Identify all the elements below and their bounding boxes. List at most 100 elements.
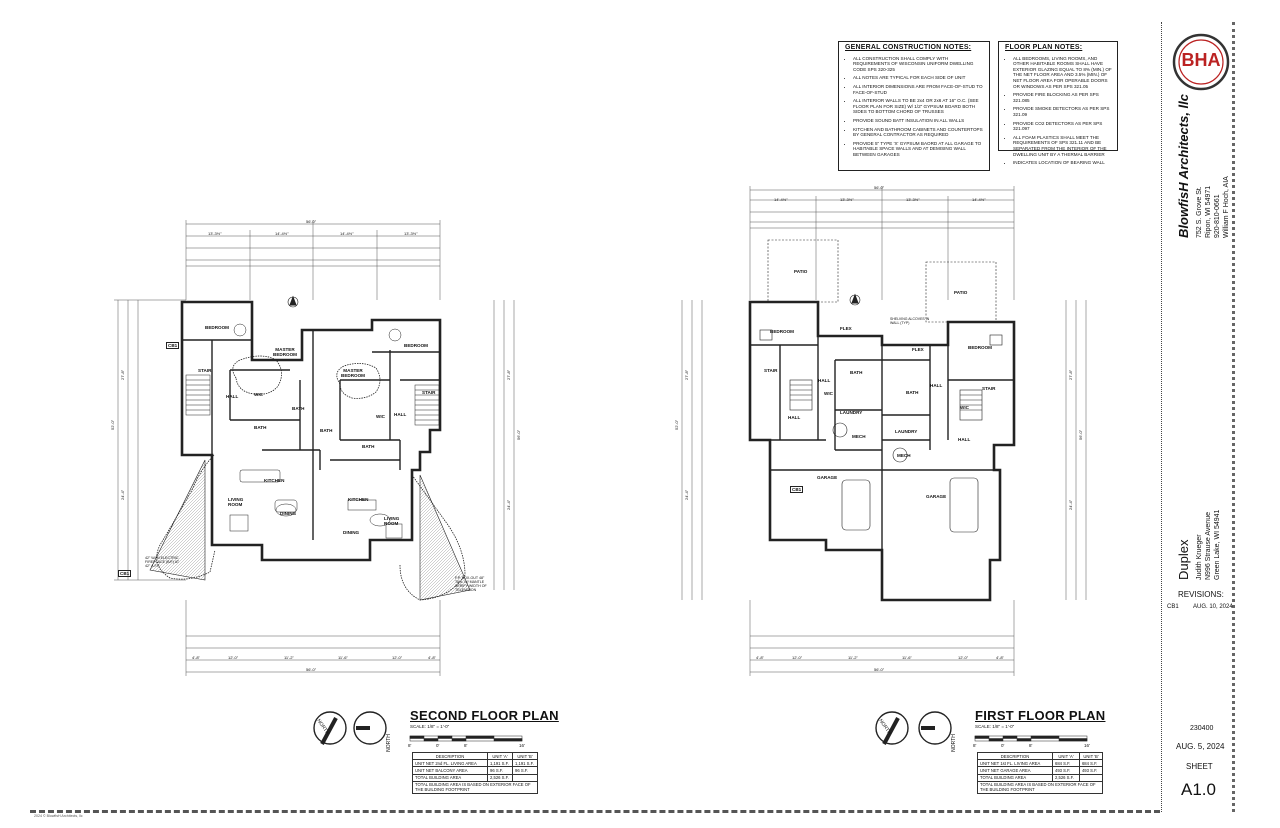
revision-tag: CB1 bbox=[790, 486, 804, 493]
room-label: MECH bbox=[852, 434, 866, 439]
dimension-text: 11'-6" bbox=[338, 655, 348, 660]
first-floor-scale: SCALE: 1/8" = 1'-0" bbox=[975, 724, 1015, 729]
room-label: BEDROOM bbox=[770, 329, 794, 334]
dimension-text: 12'-0" bbox=[392, 655, 403, 660]
room-label: WIC bbox=[376, 414, 385, 419]
tv-note: F.P. BOX-OUT 48" TALL W/ MANTLE VERIFY W… bbox=[455, 576, 487, 592]
table-cell: 96 S.F. bbox=[512, 766, 538, 775]
floor-plan-note: PROVIDE CO2 DETECTORS AS PER SPS 321.097 bbox=[1013, 121, 1112, 132]
dimension-text: 12'-0" bbox=[228, 655, 239, 660]
room-label: BATH bbox=[362, 444, 375, 449]
dimension-text: 4'-8" bbox=[996, 655, 1004, 660]
room-label: MASTER BEDROOM bbox=[273, 347, 297, 357]
dimension-text: 14'-4½" bbox=[972, 197, 986, 202]
firm-address-2: Ripon, WI 54971 bbox=[1205, 185, 1212, 238]
room-label: LIVING ROOM bbox=[228, 497, 244, 507]
room-label: BATH bbox=[292, 406, 305, 411]
room-label: BATH bbox=[254, 425, 267, 430]
table-row: UNIT NET BALCONY AREA 96 S.F. 96 S.F. bbox=[412, 766, 538, 775]
dimension-text: 13'-3½" bbox=[906, 197, 920, 202]
table-cell: 684 S.F. bbox=[1052, 759, 1080, 768]
dimension-text: 52'-0" bbox=[674, 419, 679, 430]
project-client: Judith Krueger bbox=[1196, 534, 1203, 580]
first-floor-area-table: DESCRIPTION UNIT 'A' UNIT 'B' UNIT NET 1… bbox=[977, 751, 1104, 794]
table-cell: 684 S.F. bbox=[1078, 759, 1104, 768]
north-label: NORTH bbox=[385, 734, 392, 752]
table-row: TOTAL BUILDING AREA IS BASED ON EXTERIOR… bbox=[412, 780, 538, 794]
bha-logo: BHA bbox=[1181, 50, 1221, 70]
scale-tick: 16' bbox=[1084, 743, 1090, 748]
dimension-text: 4'-8" bbox=[192, 655, 200, 660]
general-note: ALL INTERIOR DIMENSIONS ARE FROM FACE-OF… bbox=[853, 84, 984, 95]
floor-plan-notes: FLOOR PLAN NOTES: ALL BEDROOMS, LIVING R… bbox=[998, 41, 1118, 165]
fireplace-note: 42" W/ M ELECTRIC FIREPLACE (B/F) AT 42"… bbox=[145, 556, 180, 568]
dimension-text: 4'-8" bbox=[428, 655, 436, 660]
room-label: HALL bbox=[788, 415, 801, 420]
room-label: HALL bbox=[226, 394, 239, 399]
dimension-text: 4'-8" bbox=[756, 655, 764, 660]
dimension-text: 12'-0" bbox=[958, 655, 969, 660]
dimension-text: 27'-8" bbox=[1068, 369, 1073, 380]
second-floor-area-table: DESCRIPTION UNIT 'A' UNIT 'B' UNIT NET 2… bbox=[412, 751, 538, 794]
scale-bar-second bbox=[409, 735, 523, 742]
dimension-text: 11'-2" bbox=[848, 655, 858, 660]
table-cell: 1,191 S.F. bbox=[512, 759, 538, 768]
room-label: WIC bbox=[960, 405, 969, 410]
overall-dimension: 56'-0" bbox=[306, 219, 317, 224]
room-label: WIC bbox=[254, 392, 263, 397]
room-label: MASTER BEDROOM bbox=[341, 368, 365, 378]
scale-tick: 8' bbox=[464, 743, 468, 748]
table-cell: UNIT NET GARAGE AREA bbox=[977, 766, 1053, 775]
floor-plan-note: PROVIDE SMOKE DETECTORS AS PER SPS 321.0… bbox=[1013, 106, 1112, 117]
scale-bar-first bbox=[974, 735, 1088, 742]
table-cell: UNIT NET BALCONY AREA bbox=[412, 766, 488, 775]
table-cell bbox=[1078, 773, 1104, 782]
room-label: STAIR bbox=[764, 368, 778, 373]
dimension-text: 13'-3½" bbox=[840, 197, 854, 202]
floor-plan-note: INDICATES LOCATION OF BEARING WALL bbox=[1013, 160, 1112, 166]
dimension-text: 13'-3½" bbox=[404, 231, 418, 236]
scale-tick: 16' bbox=[519, 743, 525, 748]
table-row: TOTAL BUILDING AREA IS BASED ON EXTERIOR… bbox=[977, 780, 1103, 794]
sheet-label: SHEET bbox=[1186, 762, 1213, 771]
table-header: UNIT 'A' bbox=[487, 751, 513, 761]
overall-dimension: 56'-0" bbox=[874, 667, 885, 672]
revision-tag: CB1 bbox=[118, 570, 132, 577]
scale-tick: 8' bbox=[1029, 743, 1033, 748]
sheet-number: A1.0 bbox=[1181, 780, 1216, 799]
sheet-date: AUG. 5, 2024 bbox=[1176, 742, 1225, 751]
dimension-text: 11'-2" bbox=[284, 655, 294, 660]
scale-tick: 0' bbox=[1001, 743, 1005, 748]
bha-logo-circle bbox=[1172, 33, 1230, 91]
general-note: ALL CONSTRUCTION SHALL COMPLY WITH REQUI… bbox=[853, 56, 984, 73]
room-label: GARAGE bbox=[817, 475, 838, 480]
table-header: DESCRIPTION bbox=[977, 751, 1053, 761]
room-label: BEDROOM bbox=[968, 345, 992, 350]
project-number: 230400 bbox=[1190, 725, 1214, 732]
table-row: UNIT NET 1st FL. LIVING AREA 684 S.F. 68… bbox=[977, 759, 1104, 768]
first-floor-plan-title: FIRST FLOOR PLAN bbox=[975, 708, 1106, 723]
table-row: TOTAL BUILDING AREA 2,526 S.F. bbox=[977, 773, 1104, 782]
table-cell: TOTAL BUILDING AREA bbox=[977, 773, 1053, 782]
project-street: N996 Strause Avenue bbox=[1205, 512, 1212, 580]
shelving-note: SHELVING ALCOVES IN WALL (TYP) bbox=[890, 317, 930, 325]
dimension-text: 13'-3½" bbox=[208, 231, 222, 236]
firm-address-1: 752 S. Grove St. bbox=[1196, 186, 1203, 238]
table-header: UNIT 'A' bbox=[1052, 751, 1080, 761]
floor-plan-notes-list: ALL BEDROOMS, LIVING ROOMS, AND OTHER HA… bbox=[1005, 56, 1112, 166]
table-cell: UNIT NET 2nd FL. LIVING AREA bbox=[412, 759, 488, 768]
room-label: LAUNDRY bbox=[840, 410, 863, 415]
firm-architect: William F Hoch, AIA bbox=[1223, 176, 1230, 238]
room-label: PATIO bbox=[794, 269, 808, 274]
table-cell bbox=[512, 773, 538, 782]
room-label: HALL bbox=[394, 412, 407, 417]
dimension-text: 56'-0" bbox=[516, 429, 521, 440]
table-cell: UNIT NET 1st FL. LIVING AREA bbox=[977, 759, 1053, 768]
table-cell: 2,526 S.F. bbox=[487, 773, 513, 782]
room-label: WIC bbox=[824, 391, 833, 396]
project-name: Duplex bbox=[1176, 539, 1191, 580]
general-note: KITCHEN AND BATHROOM CABINETS AND COUNTE… bbox=[853, 127, 984, 138]
table-cell: 96 S.F. bbox=[487, 766, 513, 775]
room-label: PATIO bbox=[954, 290, 968, 295]
dimension-text: 14'-4½" bbox=[774, 197, 788, 202]
